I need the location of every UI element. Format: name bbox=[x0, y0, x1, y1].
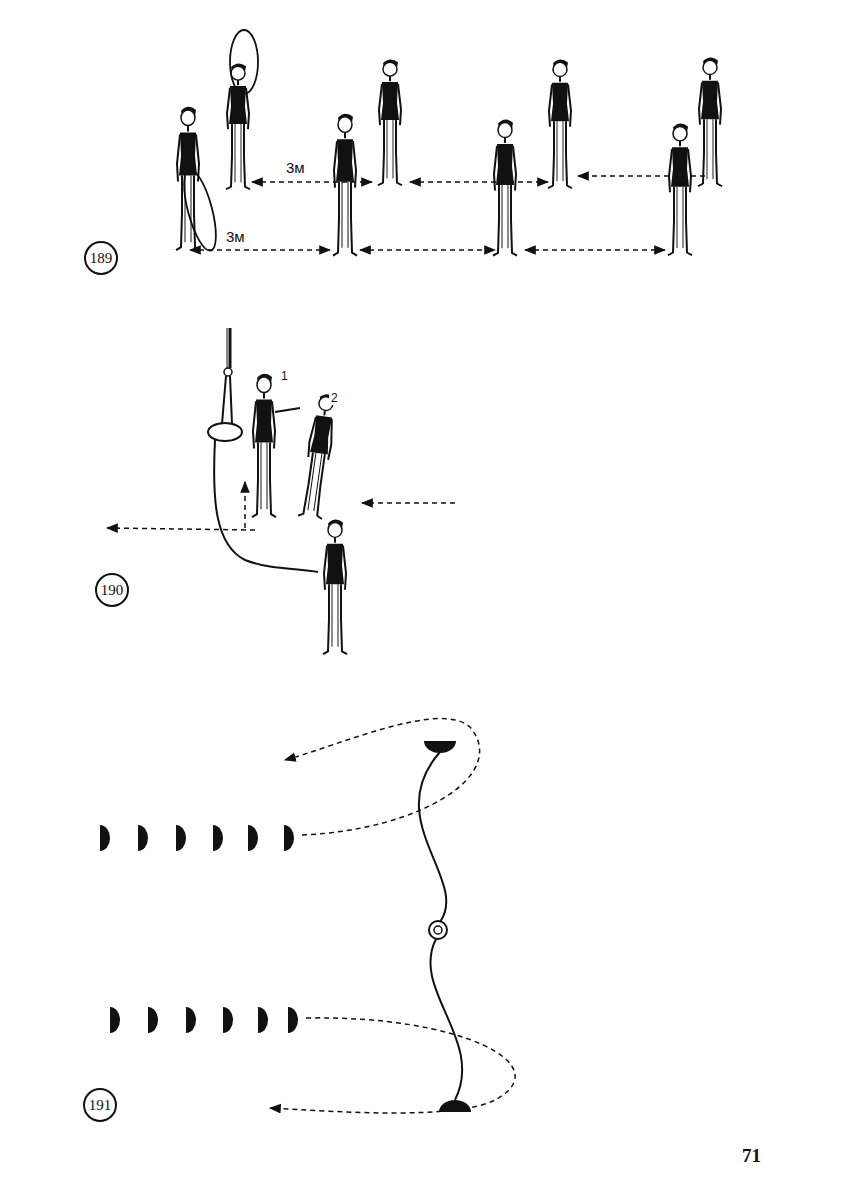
dimension-label: 3м bbox=[284, 160, 307, 177]
callout-circle: 189 bbox=[84, 241, 118, 275]
figure-number: 191 bbox=[89, 1097, 112, 1114]
figure-189 bbox=[176, 30, 722, 256]
callout-circle: 190 bbox=[95, 573, 129, 607]
dimension-label: 3м bbox=[224, 229, 247, 246]
figure-191-lines bbox=[270, 719, 515, 1113]
figure-number: 190 bbox=[101, 582, 124, 599]
callout-number: 2 bbox=[329, 392, 340, 405]
figure-190 bbox=[107, 328, 455, 654]
figure-191 bbox=[100, 741, 471, 1112]
page-number: 71 bbox=[740, 1146, 763, 1167]
figure-number: 189 bbox=[90, 250, 113, 267]
callout-number: 1 bbox=[279, 370, 290, 383]
callout-circle: 191 bbox=[83, 1088, 117, 1122]
